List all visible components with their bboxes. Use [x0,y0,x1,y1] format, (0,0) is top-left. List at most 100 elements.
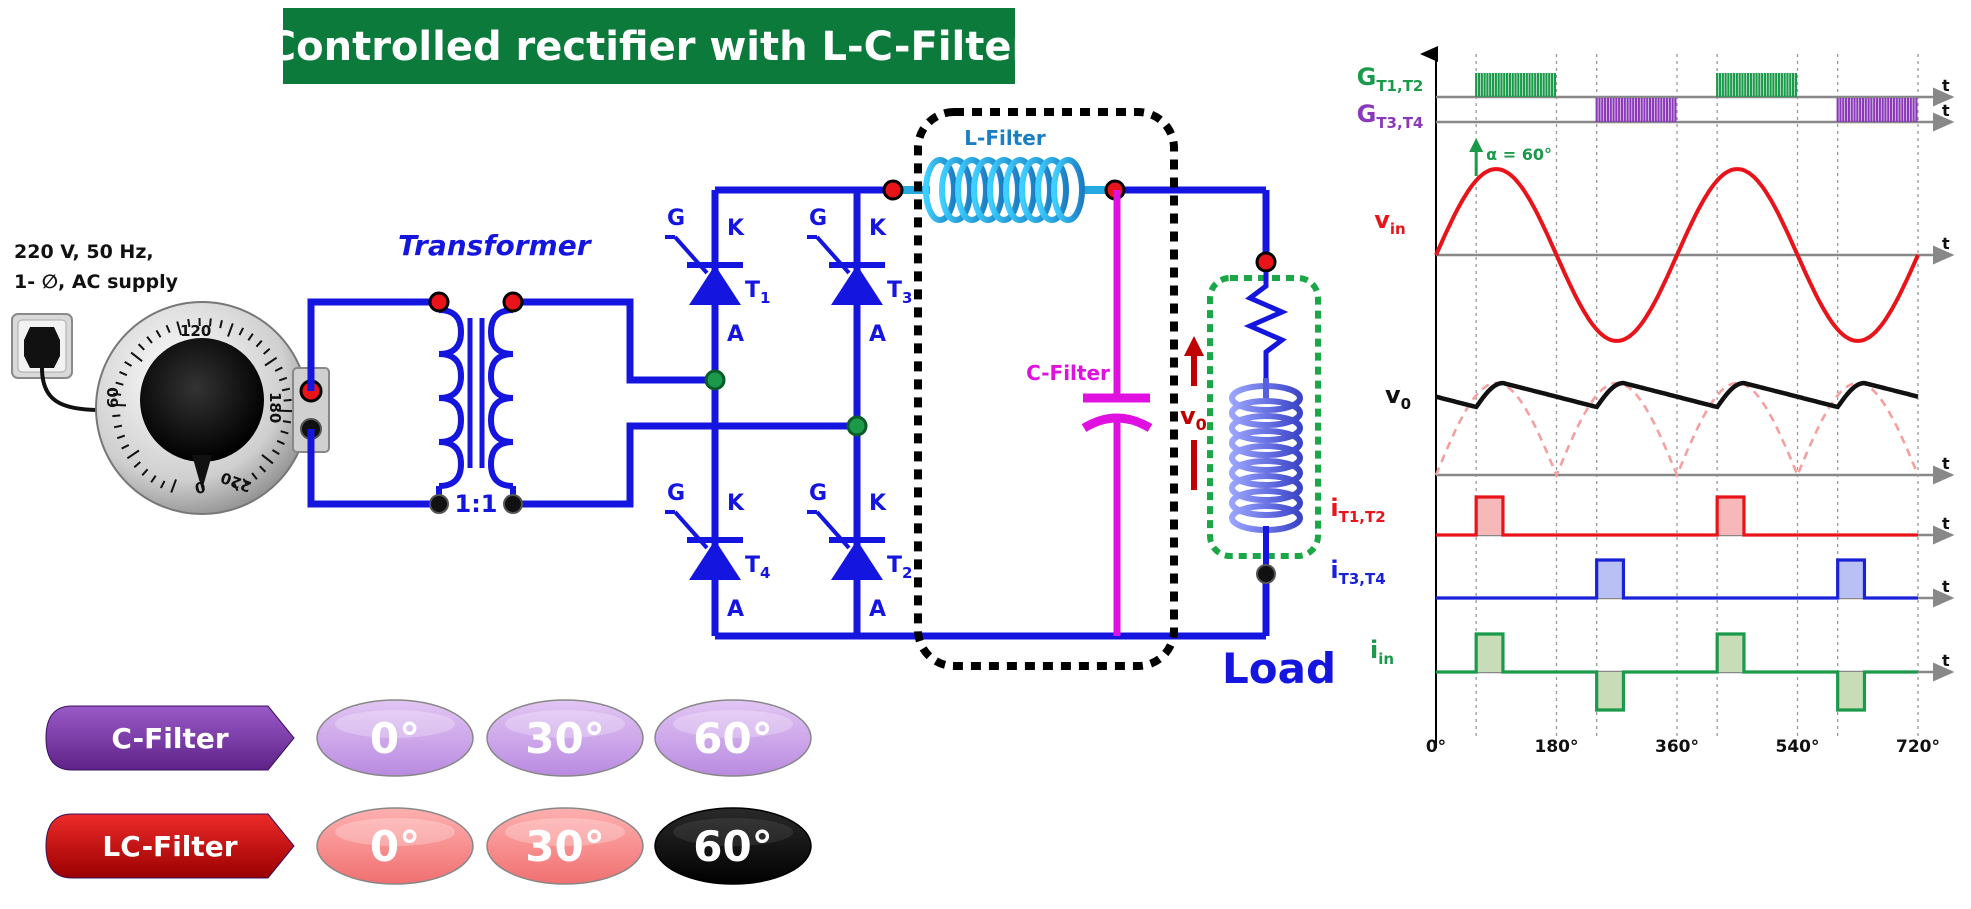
lc-filter-tag: LC-Filter [45,813,295,879]
l-filter-inductor: L-Filter [882,126,1126,223]
cathode-label: K [727,216,745,241]
dial-tick [119,371,128,377]
dial-tick [130,351,143,362]
dial-tick [227,323,234,337]
c-filter-tag: C-Filter [45,705,295,771]
gate-label: G [667,481,685,506]
dial-tick [137,343,145,351]
dial-tick [126,449,140,460]
current-pulse [1476,634,1503,672]
vo-waveform [1435,380,1919,410]
dial-tick [274,366,283,372]
x-tick-label: 540° [1776,737,1820,757]
dial-tick [282,420,292,424]
dial-tick [124,361,133,367]
load-label: Load [1222,644,1336,693]
c-filter-option-30deg[interactable]: 30° [486,699,644,777]
waveform-row-label: v0 [1385,381,1411,413]
anode-label: A [869,597,886,622]
anode-label: A [727,322,744,347]
lc-filter-option-60deg[interactable]: 60° [654,807,812,885]
dial-label-120: 120 [180,322,211,340]
variac-dial[interactable]: 0 60 120 180 220 [95,301,309,515]
thyristor-label: T1 [745,278,770,307]
dial-tick [116,434,126,440]
time-axis-label: t [1942,514,1950,533]
junction-node [846,415,868,437]
dial-tick [251,472,258,480]
current-waveform [1436,558,1918,600]
dial-terminal-block [292,367,330,453]
dial-tick [247,333,254,341]
current-pulse [1837,560,1865,598]
lc-filter-option-30deg[interactable]: 30° [486,807,644,885]
current-pulse [1596,672,1624,710]
thyristor-t1: G K AT1 [665,206,770,347]
time-axis-label: t [1942,76,1950,95]
time-axis-label: t [1942,651,1950,670]
c-filter-capacitor: C-Filter [1026,190,1153,636]
waveform-row-label: iin [1370,636,1394,668]
dial-tick [112,414,121,418]
filter-tag-label: LC-Filter [102,830,237,863]
thyristor-label: T4 [745,553,770,582]
lc-filter-option-0deg[interactable]: 0° [316,807,474,885]
dial-tick [150,475,157,483]
dial-tick [187,318,191,328]
ac-supply: 220 V, 50 Hz, 1- ∅, AC supply [11,241,179,412]
dial-tick [271,449,280,455]
x-tick-label: 360° [1655,737,1699,757]
dial-label-0: 0 [194,478,207,498]
dial-tick [113,424,123,429]
dial-tick [263,347,271,355]
supply-text-line2: 1- ∅, AC supply [14,271,179,293]
waveform-plot: tttttttGT1,T2GT3,T4vinv0iT1,T2iT3,T4iinα… [1330,46,1955,757]
dial-tick [209,318,212,327]
waveform-row-label: GT3,T4 [1357,100,1424,132]
rectified-reference [1434,381,1920,479]
dial-tick [219,320,223,329]
time-axis-label: t [1942,101,1950,120]
dial-tick [141,468,149,476]
c-filter-option-0deg[interactable]: 0° [316,699,474,777]
cathode-label: K [869,491,887,516]
waveform-row-label: iT1,T2 [1330,494,1385,526]
c-filter-option-60deg[interactable]: 60° [654,699,812,777]
ratio-label: 1:1 [455,490,498,518]
dial-tick [242,478,249,487]
filter-controls: C-Filter 0°30°60° LC-Filter 0°30°60° [45,699,812,885]
dial-tick [233,482,239,492]
current-pulse [1596,560,1624,598]
filter-box [914,108,1178,670]
gate-label: G [667,206,685,231]
dial-tick [261,454,274,465]
dial-tick [276,439,285,445]
vo-label: v0 [1180,402,1207,434]
transformer: Transformer 1:1 [398,229,593,518]
thyristor-label: T3 [887,278,912,307]
waveform-row-label: iT3,T4 [1330,556,1385,588]
dial-tick [259,465,267,473]
time-axis-label: t [1942,234,1950,253]
time-axis-label: t [1942,454,1950,473]
dial-tick [165,324,171,334]
thyristor-label: T2 [887,553,912,582]
gate-label: G [809,206,827,231]
current-waveform [1436,632,1918,712]
dial-tick [255,340,263,348]
alpha-label: α = 60° [1486,145,1552,164]
waveform-row-label: GT1,T2 [1357,63,1424,95]
vin-waveform [1434,167,1920,343]
current-pulse [1717,634,1744,672]
current-pulse [1717,497,1744,535]
transformer-label: Transformer [398,229,593,262]
dial-tick [112,392,122,396]
dial-tick [155,329,162,338]
anode-label: A [869,322,886,347]
current-waveform [1436,495,1918,537]
current-pulse [1837,672,1865,710]
l-filter-label: L-Filter [964,126,1046,150]
